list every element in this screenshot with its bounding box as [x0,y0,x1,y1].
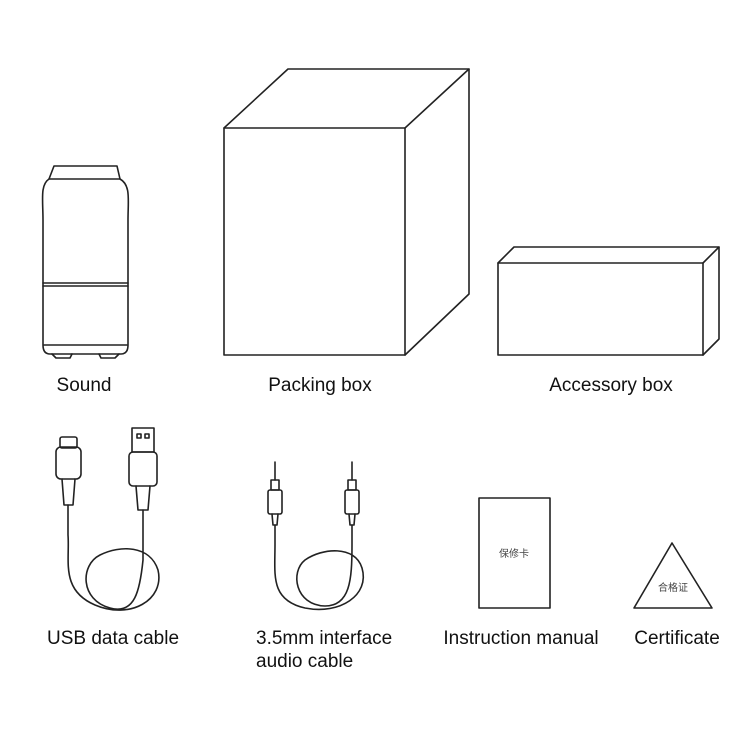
audio-cable-illustration [267,461,365,611]
label-packing-box: Packing box [268,375,372,396]
accessory-box-illustration [497,246,720,356]
label-audio-cable: 3.5mm interface audio cable [256,627,392,673]
packing-box-illustration [223,68,470,356]
label-sound: Sound [56,375,112,396]
label-audio-cable-line2: audio cable [256,651,354,672]
certificate-card-text: 合格证 [658,581,688,594]
label-usb-data-cable: USB data cable [46,628,180,649]
label-certificate: Certificate [634,628,720,649]
label-accessory-box: Accessory box [549,375,673,396]
certificate-illustration: 合格证 [633,542,713,609]
label-audio-cable-line1: 3.5mm interface [256,628,393,649]
manual-card-text: 保修卡 [499,547,529,560]
instruction-manual-illustration: 保修卡 [478,497,551,609]
speaker-illustration [41,165,130,359]
label-instruction-manual: Instruction manual [443,628,599,649]
usb-cable-illustration [55,427,160,611]
